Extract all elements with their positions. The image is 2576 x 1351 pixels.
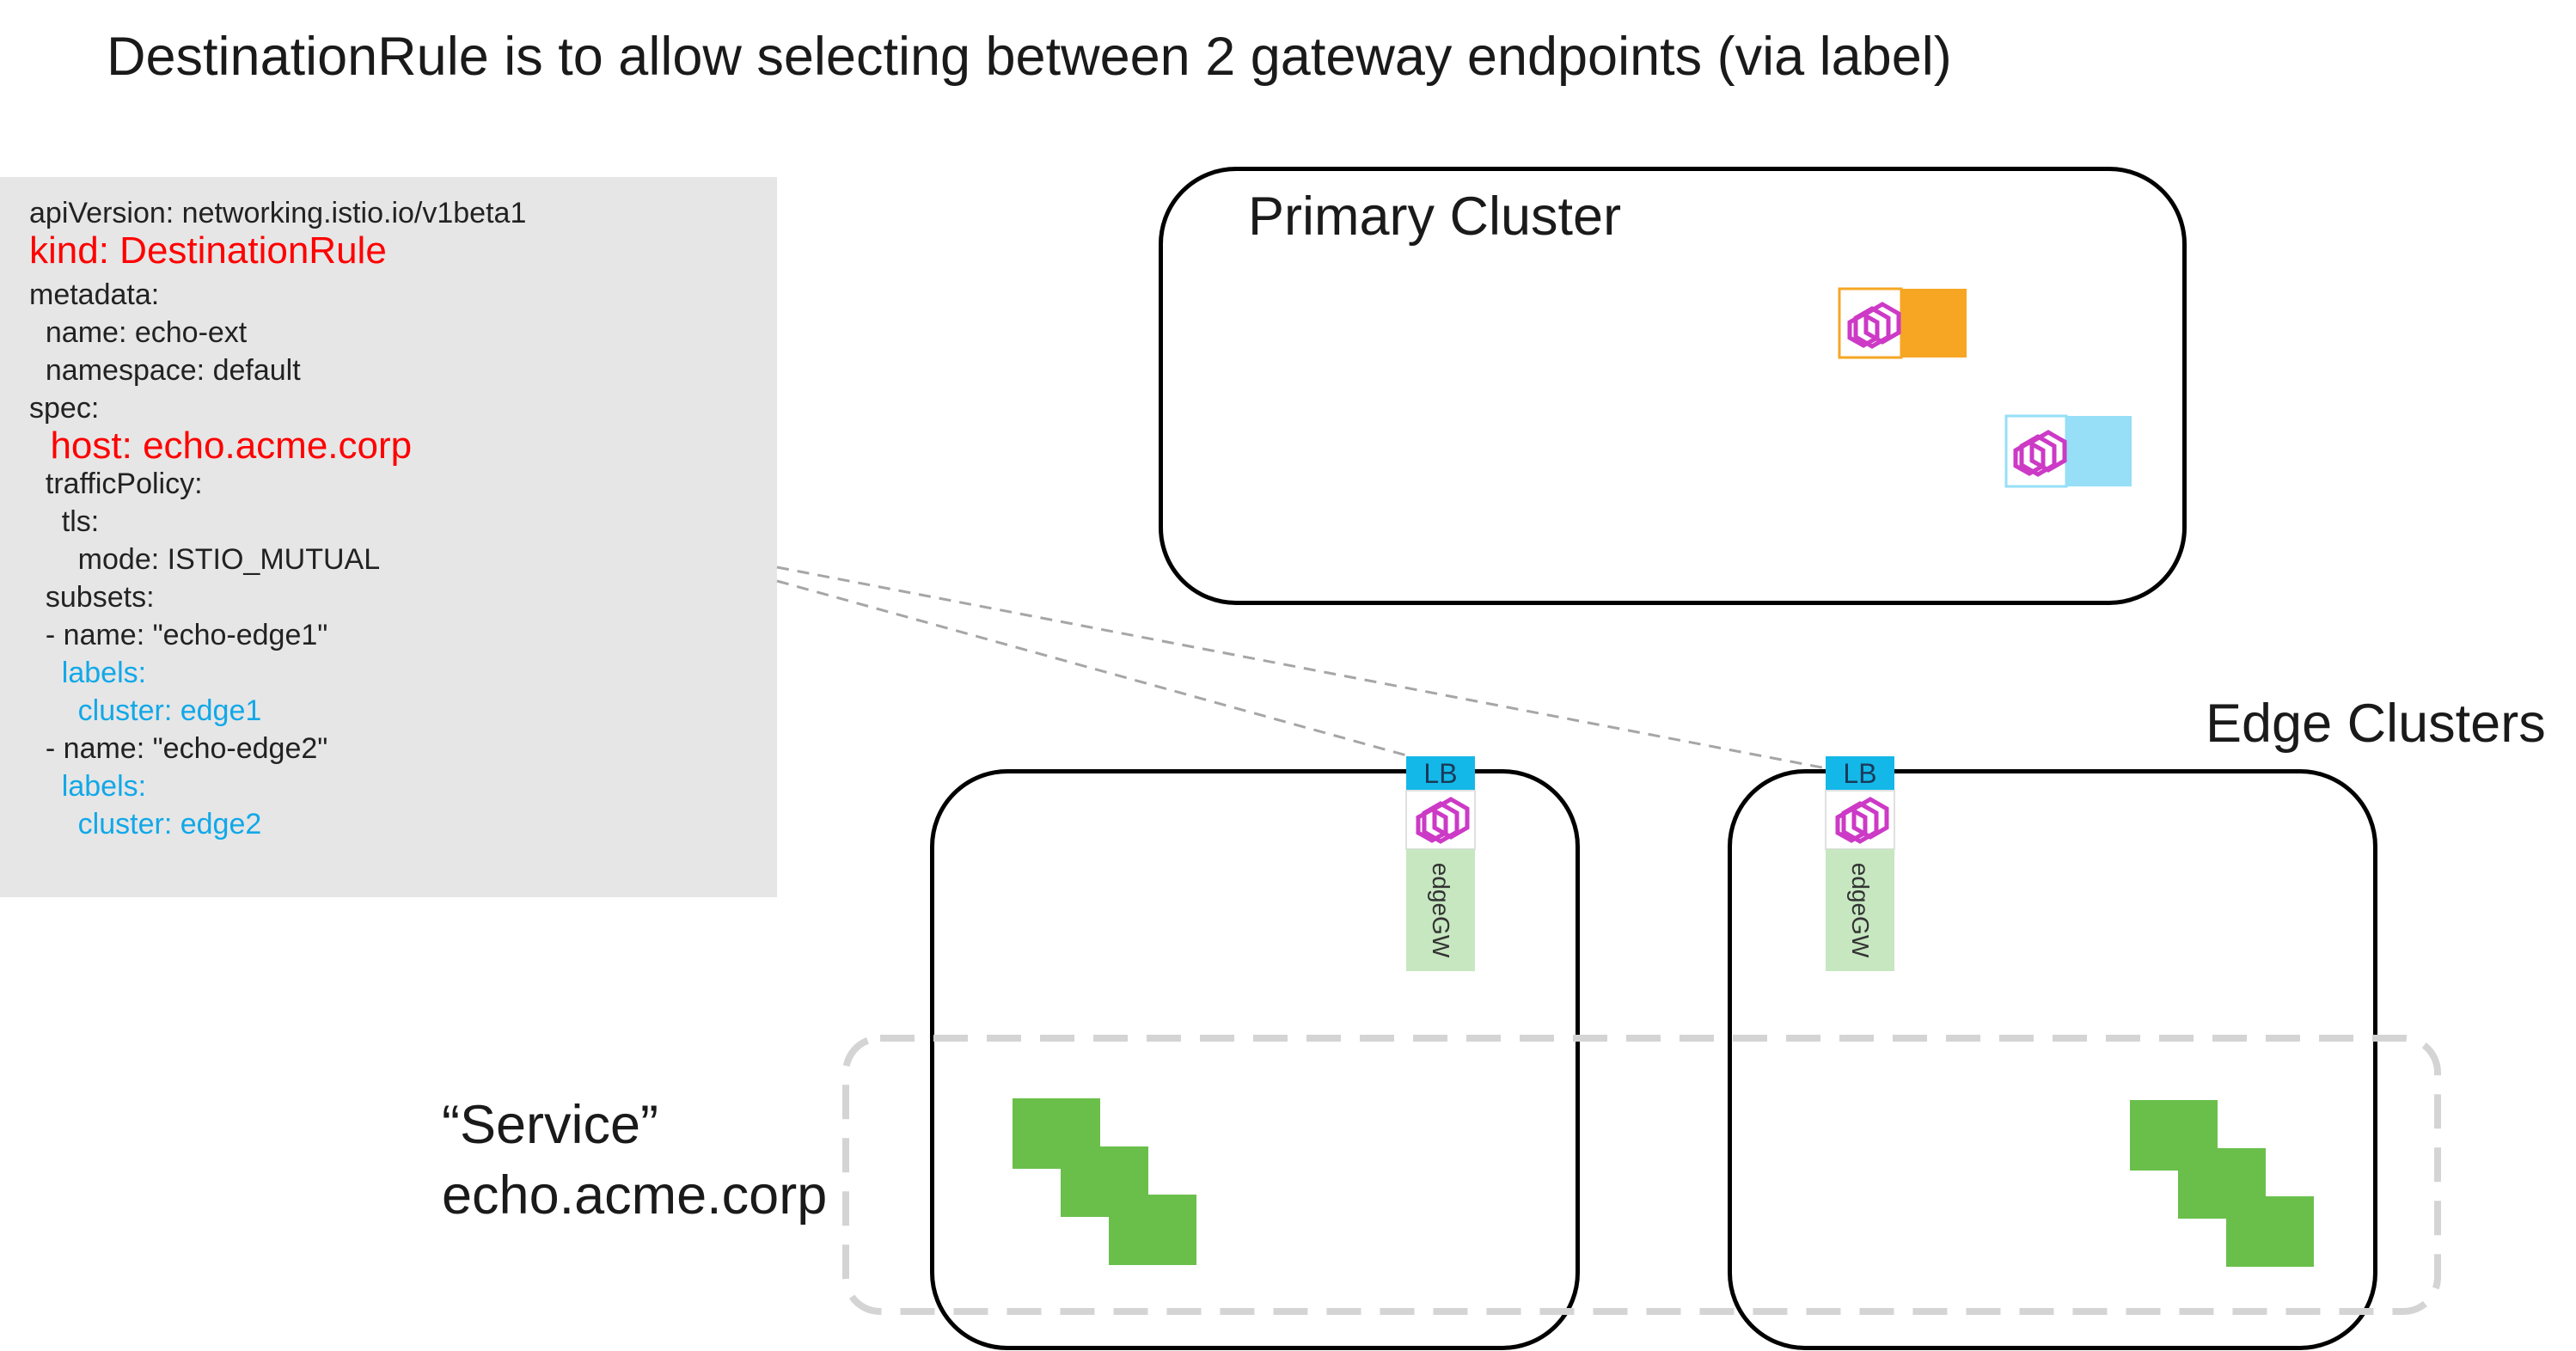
primary-cluster-title: Primary Cluster — [1248, 186, 1622, 247]
code-line: cluster: edge1 — [29, 694, 262, 727]
lb-label-edge2: LB — [1843, 758, 1877, 789]
code-line: cluster: edge2 — [29, 808, 262, 841]
connector-line-edge2 — [776, 565, 1832, 771]
code-line: labels: — [29, 657, 147, 689]
code-line: kind: DestinationRule — [29, 229, 387, 272]
code-line: namespace: default — [29, 354, 301, 387]
code-line: apiVersion: networking.istio.io/v1beta1 — [29, 197, 527, 229]
primary-workload-orange — [1838, 287, 1967, 359]
primary-workload-lightblue — [2004, 414, 2132, 488]
code-line: tls: — [29, 505, 100, 538]
code-line: mode: ISTIO_MUTUAL — [29, 543, 381, 576]
connector-line-edge1 — [776, 579, 1410, 758]
code-line: - name: "echo-edge1" — [29, 619, 328, 651]
code-line: trafficPolicy: — [29, 468, 203, 500]
code-line: name: echo-ext — [29, 316, 248, 349]
code-line: spec: — [29, 392, 100, 425]
diagram-title: DestinationRule is to allow selecting be… — [107, 27, 1952, 87]
edge-clusters-title: Edge Clusters — [2206, 694, 2546, 754]
service-label: “Service” echo.acme.corp — [442, 1090, 827, 1231]
code-line: metadata: — [29, 278, 160, 311]
code-line: - name: "echo-edge2" — [29, 732, 328, 765]
edge-gw-label-2: edgeGW — [1847, 862, 1874, 958]
code-line: host: echo.acme.corp — [29, 425, 413, 467]
service-label-line1: “Service” — [442, 1095, 659, 1155]
service-workload-edge1 — [1013, 1098, 1196, 1265]
service-workload-edge2 — [2130, 1100, 2314, 1267]
code-line: subsets: — [29, 581, 155, 614]
service-outline — [842, 1035, 2441, 1315]
service-label-line2: echo.acme.corp — [442, 1165, 828, 1226]
edge-gateway-2 — [1825, 756, 1895, 971]
edge-gateway-1 — [1405, 756, 1476, 971]
lb-label-edge1: LB — [1423, 758, 1458, 789]
code-line: labels: — [29, 770, 147, 803]
destination-rule-yaml-panel: apiVersion: networking.istio.io/v1beta1 … — [0, 177, 777, 897]
primary-cluster-box — [1159, 167, 2187, 605]
edge-gw-label-1: edgeGW — [1428, 862, 1454, 958]
